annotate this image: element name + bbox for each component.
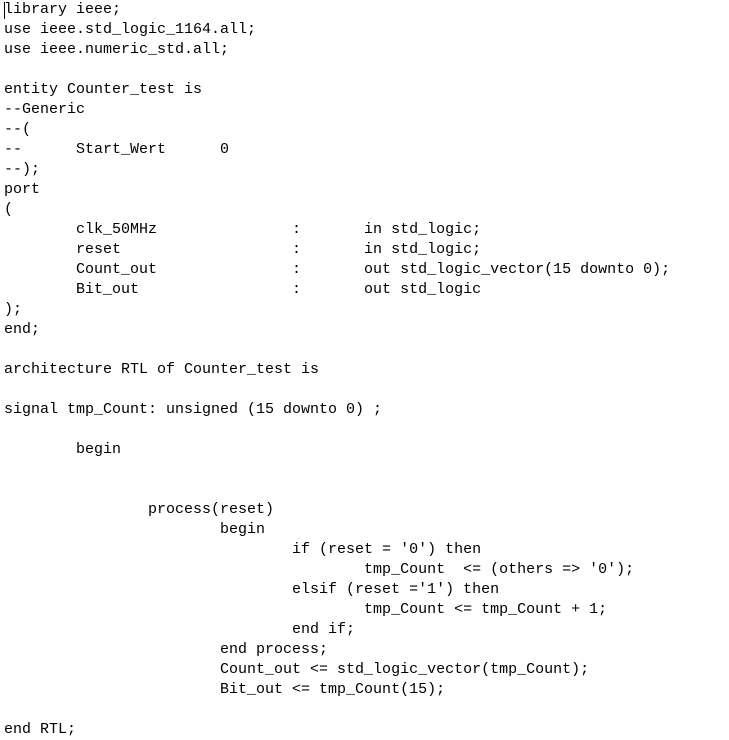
code-line[interactable]: --( — [4, 121, 32, 138]
code-line[interactable]: entity Counter_test is — [4, 81, 203, 98]
code-line[interactable] — [4, 380, 670, 400]
code-line[interactable]: architecture RTL of Counter_test is — [4, 361, 320, 378]
code-line[interactable]: Count_out <= std_logic_vector(tmp_Count)… — [4, 661, 590, 678]
code-line[interactable]: tmp_Count <= (others => '0'); — [4, 561, 635, 578]
code-line[interactable]: end RTL; — [4, 721, 77, 738]
code-line[interactable]: library ieee; — [4, 1, 122, 18]
code-line[interactable] — [4, 700, 670, 720]
code-line[interactable]: Bit_out : out std_logic — [4, 281, 482, 298]
code-line[interactable]: tmp_Count <= tmp_Count + 1; — [4, 601, 608, 618]
code-line[interactable]: end; — [4, 321, 41, 338]
code-line[interactable]: if (reset = '0') then — [4, 541, 482, 558]
code-line[interactable]: process(reset) — [4, 501, 275, 518]
code-line[interactable]: begin — [4, 441, 122, 458]
code-line[interactable]: end process; — [4, 641, 329, 658]
code-line[interactable]: signal tmp_Count: unsigned (15 downto 0)… — [4, 401, 383, 418]
code-line[interactable] — [4, 480, 670, 500]
code-line[interactable]: elsif (reset ='1') then — [4, 581, 500, 598]
code-line[interactable]: --Generic — [4, 101, 86, 118]
code-line[interactable]: clk_50MHz : in std_logic; — [4, 221, 482, 238]
code-line[interactable] — [4, 60, 670, 80]
code-line[interactable]: begin — [4, 521, 266, 538]
code-line[interactable]: ); — [4, 301, 23, 318]
code-line[interactable]: ( — [4, 201, 14, 218]
code-line[interactable]: Bit_out <= tmp_Count(15); — [4, 681, 446, 698]
code-line[interactable] — [4, 460, 670, 480]
code-line[interactable]: port — [4, 181, 41, 198]
code-line[interactable]: -- Start_Wert 0 — [4, 141, 230, 158]
text-cursor — [4, 2, 5, 19]
code-line[interactable]: use ieee.std_logic_1164.all; — [4, 21, 257, 38]
code-line[interactable] — [4, 340, 670, 360]
code-line[interactable]: --); — [4, 161, 41, 178]
code-line[interactable]: use ieee.numeric_std.all; — [4, 41, 230, 58]
code-line[interactable] — [4, 420, 670, 440]
code-line[interactable]: reset : in std_logic; — [4, 241, 482, 258]
code-line[interactable]: Count_out : out std_logic_vector(15 down… — [4, 261, 671, 278]
code-editor[interactable]: library ieee; use ieee.std_logic_1164.all… — [4, 0, 670, 740]
code-line[interactable]: end if; — [4, 621, 356, 638]
